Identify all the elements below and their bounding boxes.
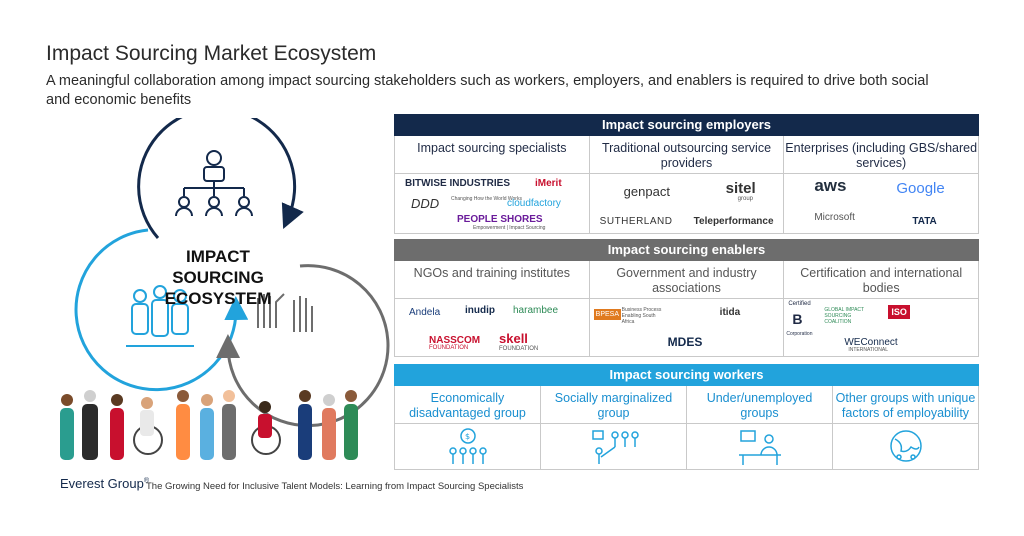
marginalized-people-icon [592, 430, 639, 464]
logo-bpesa-tagline: Business Process Enabling South Africa [621, 307, 662, 325]
logo-peopleshores: PEOPLE SHORES [457, 214, 543, 225]
logo-andela: Andela [409, 307, 441, 318]
logo-bcorp: B [792, 311, 803, 327]
logo-imerit: iMerit [535, 178, 562, 189]
enablers-col-2: Government and industry associations [589, 261, 785, 299]
unemployed-desk-icon [739, 430, 781, 465]
employers-circle [137, 118, 304, 239]
workers-col-1: Economically disadvantaged group [394, 386, 541, 424]
logo-teleperformance: Teleperformance [693, 216, 774, 227]
employers-col-3: Enterprises (including GBS/shared servic… [784, 136, 980, 174]
enablers-col-3: Certification and international bodies [784, 261, 980, 299]
workers-columns: Economically disadvantaged group Sociall… [394, 386, 979, 424]
diverse-people-illustration [60, 390, 358, 460]
workers-band: Impact sourcing workers [394, 364, 979, 386]
employers-logo-cell-3: aws Google Microsoft TATA [784, 174, 980, 234]
enablers-columns: NGOs and training institutes Government … [394, 261, 980, 299]
logo-sitel: sitel [725, 180, 756, 197]
employers-band: Impact sourcing employers [394, 114, 979, 136]
logo-skell-foundation: FOUNDATION [499, 346, 539, 352]
enablers-col-1: NGOs and training institutes [394, 261, 590, 299]
org-chart-icon [175, 150, 253, 217]
logo-bpesa: BPESA [593, 309, 622, 320]
footer-caption: The Growing Need for Inclusive Talent Mo… [146, 481, 524, 492]
logo-cloudfactory: cloudfactory [507, 198, 561, 209]
enablers-logo-cell-1: Andela inudip harambee NASSCOM FOUNDATIO… [394, 299, 590, 357]
page-subtitle: A meaningful collaboration among impact … [46, 73, 929, 108]
logo-weconnect-intl: INTERNATIONAL [848, 347, 888, 353]
logo-sitel-group: group [737, 196, 754, 202]
workers-col-3: Under/unemployed groups [687, 386, 833, 424]
workers-col-4: Other groups with unique factors of empl… [833, 386, 979, 424]
ecosystem-diagram [60, 118, 390, 460]
logo-nasscom: NASSCOM [429, 335, 481, 346]
enablers-logo-cell-2: BPESA Business Process Enabling South Af… [589, 299, 785, 357]
money-people-icon: $ [449, 428, 487, 464]
logo-mdes: MDES [667, 335, 703, 349]
logo-bcorp-corporation: Corporation [786, 331, 813, 337]
logo-itida: itida [719, 307, 741, 318]
workers-circle [74, 228, 249, 392]
workers-people-icon [126, 285, 194, 347]
logo-skell: skell [499, 331, 528, 346]
raised-hands-icon [257, 293, 313, 332]
logo-inudip: inudip [465, 305, 495, 316]
employers-col-2: Traditional outsourcing service provider… [589, 136, 785, 174]
logo-peopleshores-tagline: Empowerment | Impact Sourcing [473, 225, 546, 231]
logo-microsoft: Microsoft [814, 212, 855, 223]
enablers-logo-cell-3: Certified B Corporation GLOBAL IMPACT SO… [784, 299, 980, 357]
employers-logo-cell-2: genpact sitel group SUTHERLAND Teleperfo… [589, 174, 785, 234]
logo-ddd: DDD [411, 196, 440, 211]
employers-columns: Impact sourcing specialists Traditional … [394, 136, 980, 174]
logo-tata: TATA [912, 216, 937, 227]
enablers-band: Impact sourcing enablers [394, 239, 979, 261]
everest-group-logo: Everest Group® [60, 476, 149, 491]
page-title: Impact Sourcing Market Ecosystem [46, 42, 377, 65]
enablers-circle [216, 264, 390, 428]
logo-google: Google [896, 180, 945, 197]
enablers-logos: Andela inudip harambee NASSCOM FOUNDATIO… [394, 299, 980, 357]
logo-genpact: genpact [623, 184, 670, 199]
logo-weconnect: WEConnect [844, 337, 898, 348]
globe-people-icon [890, 430, 922, 462]
workers-col-2: Socially marginalized group [541, 386, 687, 424]
svg-text:$: $ [465, 432, 470, 441]
employers-logo-cell-1: BITWISE INDUSTRIES iMerit DDD Changing H… [394, 174, 590, 234]
logo-iso: ISO [888, 305, 910, 319]
employers-logos: BITWISE INDUSTRIES iMerit DDD Changing H… [394, 174, 980, 234]
logo-nasscom-foundation: FOUNDATION [429, 345, 469, 351]
logo-gisc: GLOBAL IMPACT SOURCING COALITION [824, 307, 864, 325]
ecosystem-label: IMPACT SOURCING ECOSYSTEM [164, 247, 272, 308]
logo-bcorp-certified: Certified [788, 301, 811, 307]
logo-ddd-tagline: Changing How the World Works [451, 196, 522, 202]
workers-icons: $ [394, 424, 979, 470]
logo-aws: aws [814, 176, 847, 195]
logo-harambee: harambee [513, 305, 559, 316]
logo-bitwise: BITWISE INDUSTRIES [405, 178, 511, 189]
employers-col-1: Impact sourcing specialists [394, 136, 590, 174]
logo-sutherland: SUTHERLAND [599, 216, 673, 227]
